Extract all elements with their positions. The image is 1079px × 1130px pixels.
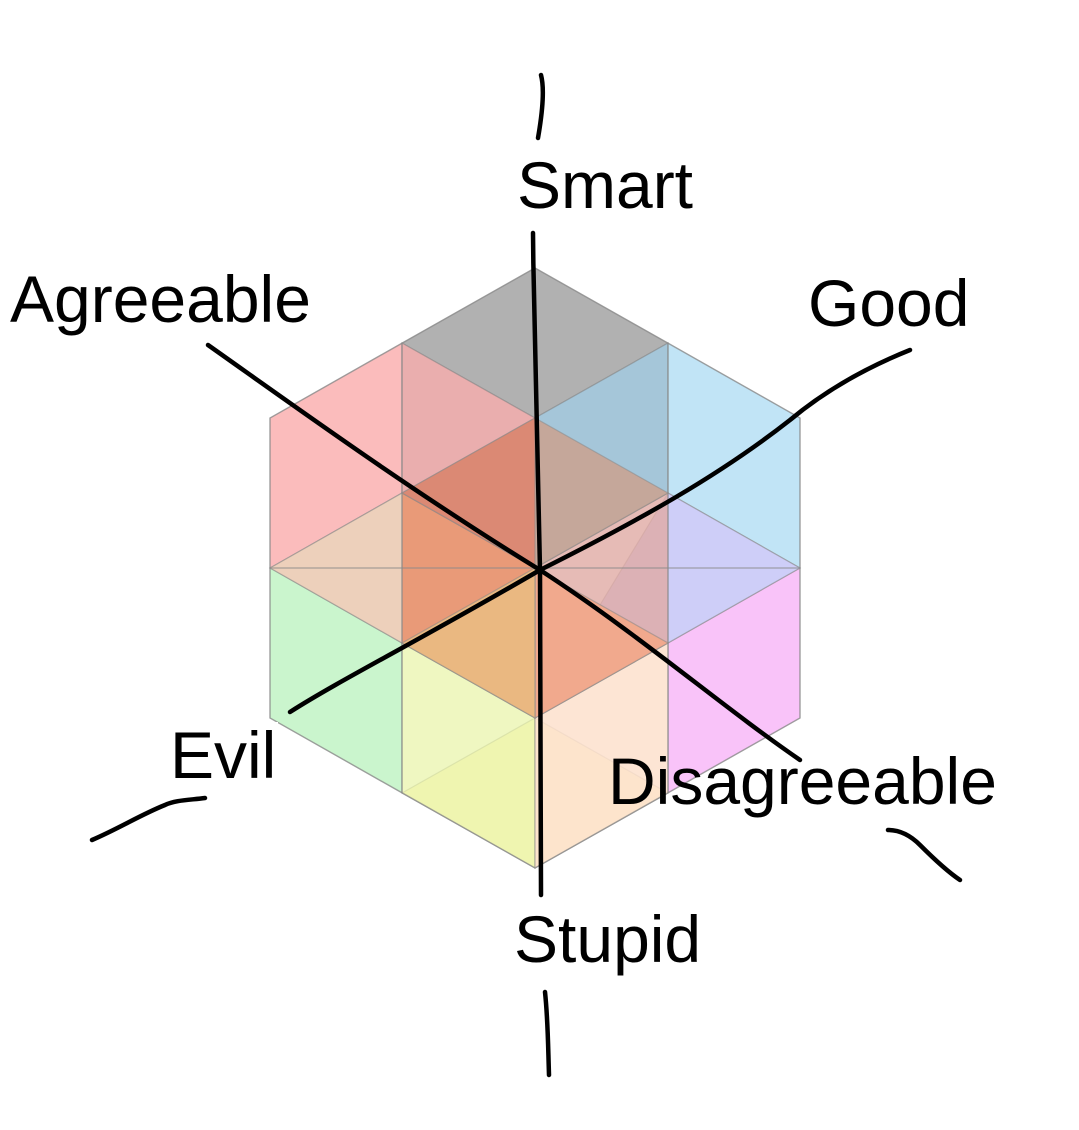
axis-label-good: Good xyxy=(808,266,970,340)
cell-center-gold xyxy=(400,566,536,720)
axis-evil-stub xyxy=(89,795,208,843)
axis-stupid-stub-bottom xyxy=(542,989,552,1078)
cell-red-upper xyxy=(400,416,536,570)
axis-label-smart: Smart xyxy=(515,148,696,222)
axis-agreeable-disagreeable xyxy=(205,342,803,763)
axis-smart-stub-top xyxy=(535,72,546,141)
axis-label-evil: Evil xyxy=(168,718,279,792)
axis-disagreeable-stub xyxy=(885,827,963,883)
axis-lines xyxy=(89,72,963,1078)
axis-label-agreeable: Agreeable xyxy=(8,262,313,336)
axis-good-evil xyxy=(287,347,913,715)
axis-label-disagreeable: Disagreeable xyxy=(608,744,997,818)
axis-label-stupid: Stupid xyxy=(512,902,704,976)
